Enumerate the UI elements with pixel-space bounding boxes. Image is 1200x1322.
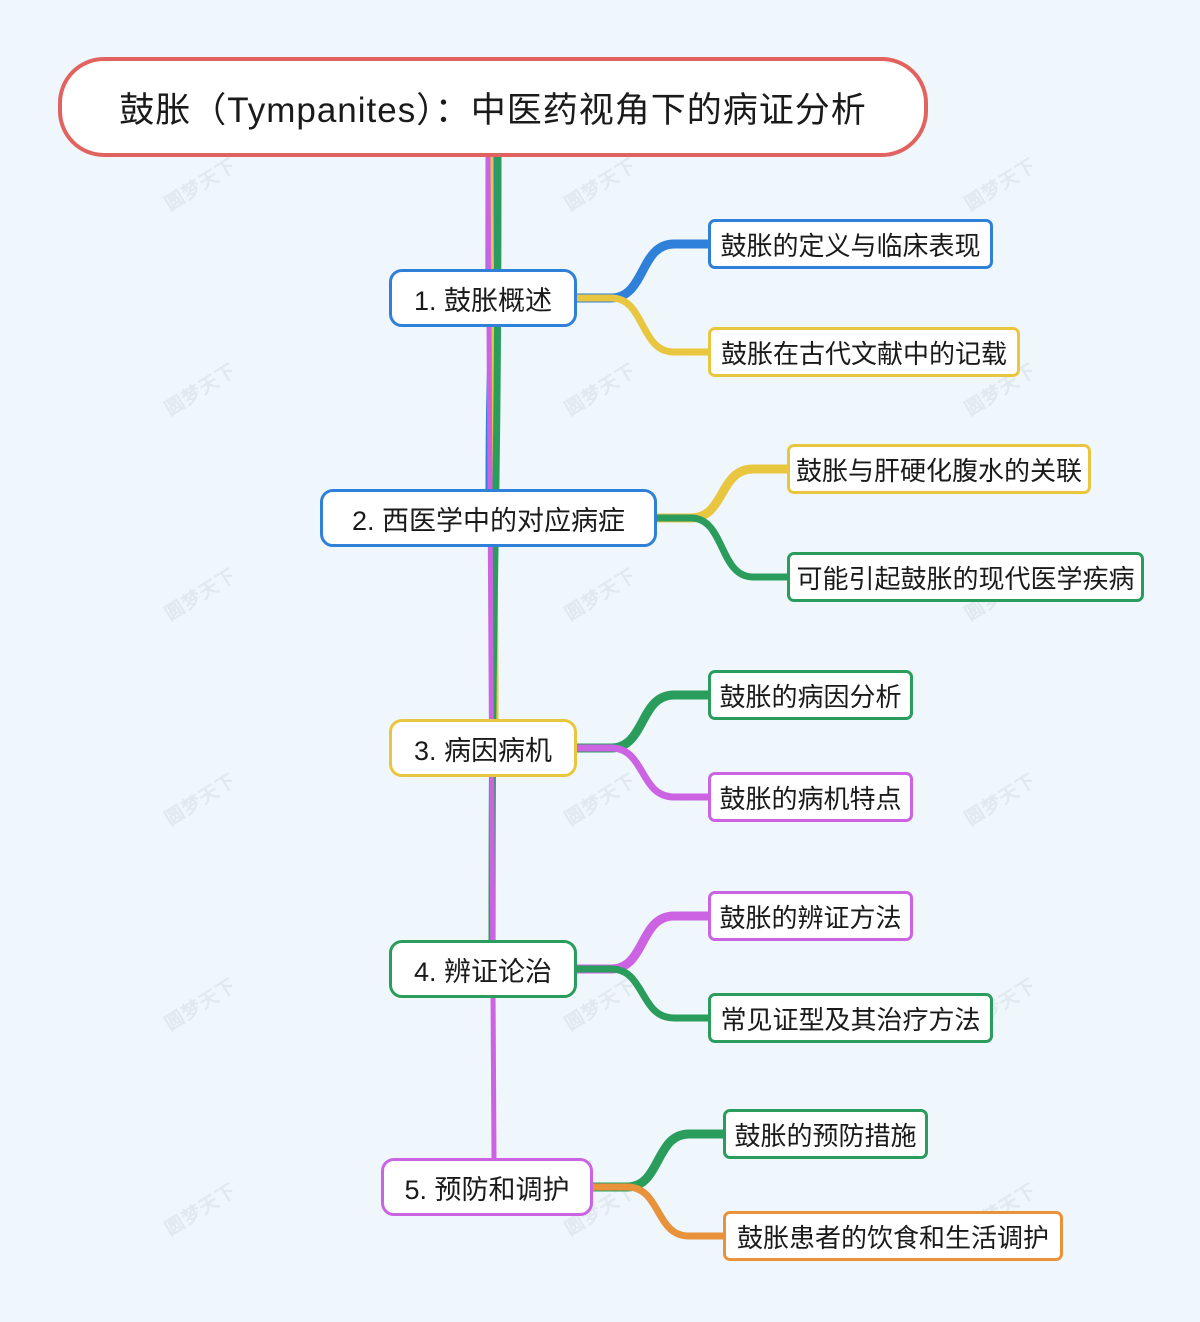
leaf-node-3-1[interactable]: 鼓胀的病因分析 [708, 670, 913, 720]
connector-path [572, 239, 713, 303]
watermark-text: 圆梦天下 [561, 359, 641, 421]
branch-label-1: 1. 鼓胀概述 [413, 285, 553, 316]
leaf-label-5-1: 鼓胀的预防措施 [734, 1120, 917, 1151]
leaf-node-3-2[interactable]: 鼓胀的病机特点 [708, 772, 913, 822]
watermark-text: 圆梦天下 [561, 564, 641, 626]
branch-node-3[interactable]: 3. 病因病机 [389, 719, 577, 777]
branch-label-4: 4. 辨证论治 [413, 956, 553, 987]
watermark-text: 圆梦天下 [561, 154, 641, 216]
leaf-label-1-1: 鼓胀的定义与临床表现 [720, 230, 981, 261]
connector-path [572, 690, 713, 753]
watermark-text: 圆梦天下 [961, 154, 1041, 216]
leaf-node-5-2[interactable]: 鼓胀患者的饮食和生活调护 [723, 1211, 1063, 1261]
leaf-node-4-1[interactable]: 鼓胀的辨证方法 [708, 891, 913, 941]
leaf-label-5-2: 鼓胀患者的饮食和生活调护 [737, 1222, 1050, 1253]
leaf-label-1-2: 鼓胀在古代文献中的记载 [721, 338, 1008, 369]
leaf-node-1-2[interactable]: 鼓胀在古代文献中的记载 [708, 327, 1020, 377]
root-node[interactable]: 鼓胀（Tympanites）：中医药视角下的病证分析 [58, 57, 928, 157]
leaf-node-1-1[interactable]: 鼓胀的定义与临床表现 [708, 219, 993, 269]
watermark-text: 圆梦天下 [161, 769, 241, 831]
root-label: 鼓胀（Tympanites）：中医药视角下的病证分析 [119, 90, 867, 130]
leaf-node-2-2[interactable]: 可能引起鼓胀的现代医学疾病 [787, 552, 1144, 602]
branch-node-4[interactable]: 4. 辨证论治 [389, 940, 577, 998]
connector-path [653, 514, 791, 581]
watermark-text: 圆梦天下 [161, 359, 241, 421]
watermark-text: 圆梦天下 [961, 769, 1041, 831]
leaf-node-2-1[interactable]: 鼓胀与肝硬化腹水的关联 [787, 444, 1091, 494]
watermark-text: 圆梦天下 [161, 974, 241, 1036]
connector-path [589, 1183, 727, 1240]
branch-label-5: 5. 预防和调护 [404, 1174, 570, 1205]
leaf-label-3-2: 鼓胀的病机特点 [719, 783, 902, 814]
branch-label-2: 2. 西医学中的对应病症 [351, 505, 626, 536]
leaf-label-2-1: 鼓胀与肝硬化腹水的关联 [796, 455, 1083, 486]
leaf-label-4-2: 常见证型及其治疗方法 [720, 1004, 981, 1035]
branch-node-2[interactable]: 2. 西医学中的对应病症 [320, 489, 657, 547]
watermark-text: 圆梦天下 [161, 1179, 241, 1241]
leaf-label-3-1: 鼓胀的病因分析 [719, 681, 902, 712]
connector-path [486, 156, 499, 720]
leaf-label-2-2: 可能引起鼓胀的现代医学疾病 [796, 563, 1135, 594]
connector-path [652, 464, 792, 523]
watermark-text: 圆梦天下 [561, 769, 641, 831]
connector-path [573, 965, 712, 1022]
watermark-text: 圆梦天下 [161, 154, 241, 216]
leaf-label-4-1: 鼓胀的辨证方法 [719, 902, 902, 933]
branch-node-1[interactable]: 1. 鼓胀概述 [389, 269, 577, 327]
connector-path [572, 911, 713, 974]
branch-label-3: 3. 病因病机 [413, 735, 553, 766]
leaf-node-5-1[interactable]: 鼓胀的预防措施 [723, 1109, 928, 1159]
connector-path [573, 294, 712, 356]
connector-path [573, 744, 712, 801]
branch-node-5[interactable]: 5. 预防和调护 [381, 1158, 593, 1216]
leaf-node-4-2[interactable]: 常见证型及其治疗方法 [708, 993, 993, 1043]
connector-path [588, 1129, 728, 1192]
watermark-text: 圆梦天下 [161, 564, 241, 626]
